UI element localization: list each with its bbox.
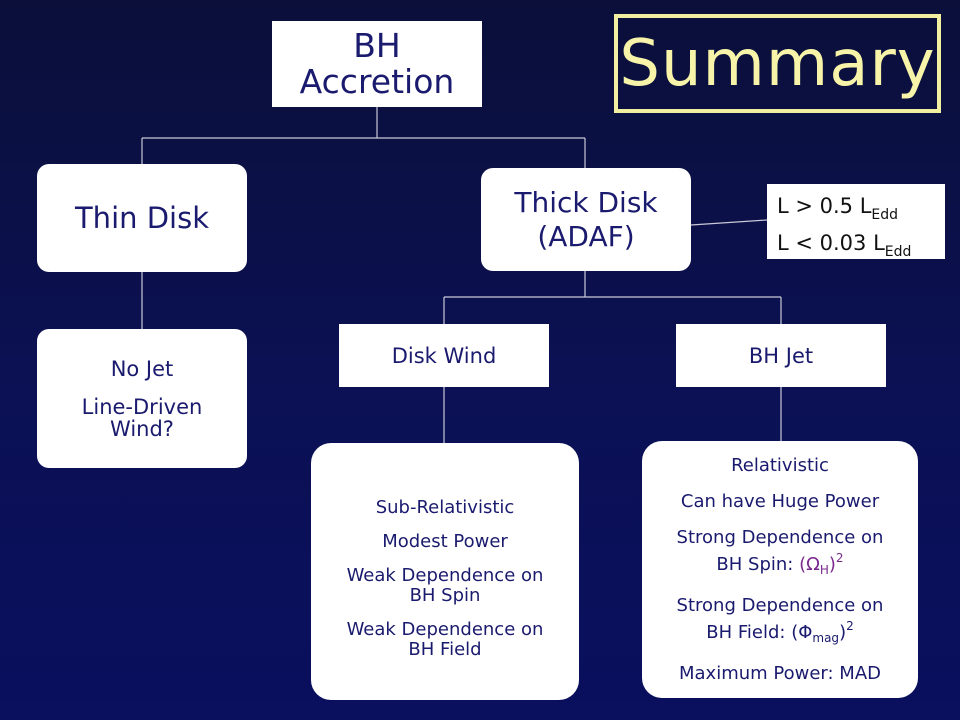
node-thick-disk-line2: (ADAF) (537, 219, 635, 253)
node-bh-accretion: BH Accretion (272, 21, 482, 107)
rel-item-4-prefix: BH Field: (706, 621, 792, 643)
sub-item-4-line2: BH Field (408, 638, 482, 660)
node-bh-jet: BH Jet (676, 324, 886, 387)
omega-superscript: 2 (835, 550, 844, 565)
node-relativistic: Relativistic Can have Huge Power Strong … (642, 441, 918, 698)
luminosity-line1-text: L > 0.5 L (777, 194, 872, 218)
sub-item-3-line2: BH Spin (409, 584, 481, 606)
summary-title-frame: Summary (614, 14, 941, 113)
omega-close: ) (828, 553, 836, 575)
node-thin-disk: Thin Disk (37, 164, 247, 272)
phi-subscript: mag (812, 630, 840, 645)
node-thick-disk-line1: Thick Disk (514, 185, 658, 219)
omega-h-symbol: (ΩH)2 (799, 550, 844, 577)
no-jet-line2: Line-Driven (81, 394, 203, 419)
luminosity-label: L > 0.5 LEdd L < 0.03 LEdd (767, 184, 945, 260)
phi-open: (Φ (791, 621, 813, 643)
luminosity-line2-text: L < 0.03 L (777, 231, 885, 255)
sub-item-1: Sub-Relativistic (375, 496, 515, 518)
rel-item-3-prefix: BH Spin: (716, 553, 800, 575)
no-jet-line3: Wind? (110, 416, 174, 441)
luminosity-line1-sub: Edd (871, 207, 899, 223)
luminosity-line2-sub: Edd (884, 244, 912, 260)
phi-close: ) (839, 621, 847, 643)
rel-item-4-line1: Strong Dependence on (676, 594, 884, 616)
node-bh-accretion-line1: BH (353, 26, 401, 65)
phi-mag-symbol: (Φmag)2 (791, 618, 854, 645)
luminosity-line1: L > 0.5 LEdd (777, 192, 945, 229)
node-disk-wind-label: Disk Wind (391, 343, 497, 368)
node-bh-jet-label: BH Jet (748, 343, 814, 368)
omega-subscript: H (819, 562, 829, 577)
rel-item-1: Relativistic (731, 454, 829, 476)
node-no-jet: No Jet Line-Driven Wind? (37, 329, 247, 468)
rel-item-5: Maximum Power: MAD (678, 662, 881, 684)
rel-item-4-line2: BH Field: (Φmag)2 (706, 616, 853, 648)
no-jet-line1: No Jet (110, 356, 174, 381)
node-sub-relativistic: Sub-Relativistic Modest Power Weak Depen… (311, 443, 579, 700)
sub-item-4-line1: Weak Dependence on (346, 618, 544, 640)
node-disk-wind: Disk Wind (339, 324, 549, 387)
node-bh-accretion-line2: Accretion (299, 62, 455, 101)
rel-item-3-line2: BH Spin: (ΩH)2 (716, 548, 843, 580)
rel-item-3-line1: Strong Dependence on (676, 526, 884, 548)
node-thin-disk-label: Thin Disk (74, 201, 210, 235)
sub-item-3-line1: Weak Dependence on (346, 564, 544, 586)
sub-item-2: Modest Power (382, 530, 508, 552)
phi-superscript: 2 (846, 618, 854, 633)
omega-open: (Ω (799, 553, 820, 575)
luminosity-line2: L < 0.03 LEdd (777, 229, 945, 266)
page-title: Summary (619, 26, 936, 101)
node-thick-disk: Thick Disk (ADAF) (481, 168, 691, 271)
rel-item-2: Can have Huge Power (680, 490, 880, 512)
